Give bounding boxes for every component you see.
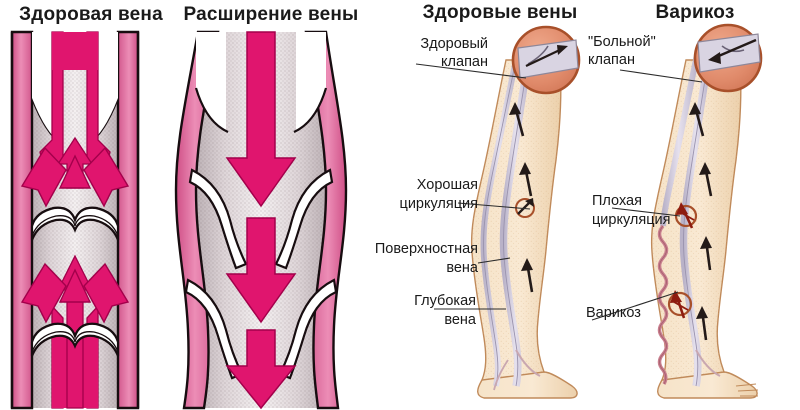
leg-diagrams: [415, 23, 763, 399]
title-varicose-leg: Варикоз: [655, 2, 735, 23]
healthy-superficial-vein-outline: [483, 49, 519, 387]
title-healthy-veins-leg: Здоровые вены: [422, 2, 578, 23]
healthy-leg-foot: [477, 371, 578, 399]
label-sick-valve-line1: "Больной": [588, 34, 656, 50]
label-healthy-valve: Здоровый клапан: [392, 35, 488, 71]
leader-bad-circulation: [611, 207, 681, 217]
healthy-valve-leaflet: [527, 45, 549, 65]
sick-valve-backflow-arrow: [713, 38, 757, 60]
leader-superficial-vein: [477, 257, 511, 264]
leader-lines: [415, 63, 703, 321]
label-sick-valve: "Больной" клапан: [588, 33, 688, 69]
label-superficial-vein-line1: Поверхностная: [374, 241, 478, 257]
label-deep-vein: Глубокая вена: [380, 292, 476, 330]
dilated-flow-arrow-2: [225, 217, 297, 324]
dilated-valve-leaflets-upper: [188, 168, 334, 270]
bad-circulation-marker: [674, 202, 698, 229]
label-good-circulation: Хорошая циркуляция: [392, 176, 478, 214]
label-superficial-vein-line2: вена: [446, 259, 478, 276]
label-healthy-valve-line1: Здоровый: [420, 36, 488, 52]
title-healthy-vein: Здоровая вена: [19, 4, 163, 25]
healthy-vein-cross-section: [10, 30, 140, 410]
healthy-leg-illustration: [470, 25, 581, 399]
label-deep-vein-line2: вена: [444, 311, 476, 328]
dilated-flow-arrow-3: [225, 329, 297, 410]
healthy-leg-texture: [471, 60, 561, 396]
dilated-vein-cross-section: [174, 30, 348, 410]
label-healthy-valve-line2: клапан: [441, 54, 488, 71]
varicose-flow-arrowheads: [689, 102, 712, 319]
healthy-valve-closeup: [511, 25, 581, 95]
label-bad-circulation: Плохая циркуляция: [592, 192, 688, 230]
label-varicose: Варикоз: [586, 305, 641, 321]
label-bad-circulation-line2: циркуляция: [592, 211, 671, 228]
varicose-marker: [667, 290, 693, 319]
healthy-flow-arrow-lower: [20, 254, 130, 409]
varicose-leg-foot: [657, 371, 758, 399]
leader-healthy-valve: [415, 63, 527, 79]
dilated-flow-arrow-1: [225, 31, 297, 208]
varicose-leg-toes: [735, 383, 759, 397]
leader-varicose: [591, 291, 679, 321]
varicose-tortuous-vein-outline: [659, 225, 667, 385]
label-deep-vein-line1: Глубокая: [414, 293, 476, 309]
healthy-valve-leaflets-lower: [30, 322, 120, 357]
label-sick-valve-line2: клапан: [588, 52, 635, 69]
healthy-valve-leaflets-upper: [30, 206, 120, 241]
good-circulation-marker: [515, 198, 535, 218]
title-dilated-vein: Расширение вены: [183, 4, 359, 25]
cross-section-diagrams: [10, 30, 348, 410]
healthy-vein-wall-right: [116, 30, 140, 410]
label-bad-circulation-line1: Плохая: [592, 193, 642, 209]
varicose-ankle-branch: [695, 349, 721, 377]
label-good-circulation-line2: циркуляция: [399, 195, 478, 212]
sick-valve-backflow-arrowhead: [708, 52, 721, 64]
healthy-ankle-branch-2: [493, 359, 509, 391]
healthy-ankle-branch: [515, 349, 541, 377]
leader-sick-valve: [619, 69, 703, 83]
sick-valve-vessel-segment: [697, 33, 761, 73]
varicose-leg-illustration: [650, 23, 763, 399]
dilated-vein-wall-right: [304, 30, 348, 410]
healthy-valve-flow-arrowhead: [557, 45, 568, 55]
healthy-vein-wall-left: [10, 30, 34, 410]
leader-good-circulation: [457, 202, 531, 210]
label-good-circulation-line1: Хорошая: [416, 177, 478, 193]
label-superficial-vein: Поверхностная вена: [362, 240, 478, 278]
sick-valve-closeup: [693, 23, 763, 93]
healthy-flow-arrowheads: [509, 102, 533, 271]
healthy-flow-arrowheads-upper: [20, 146, 130, 208]
